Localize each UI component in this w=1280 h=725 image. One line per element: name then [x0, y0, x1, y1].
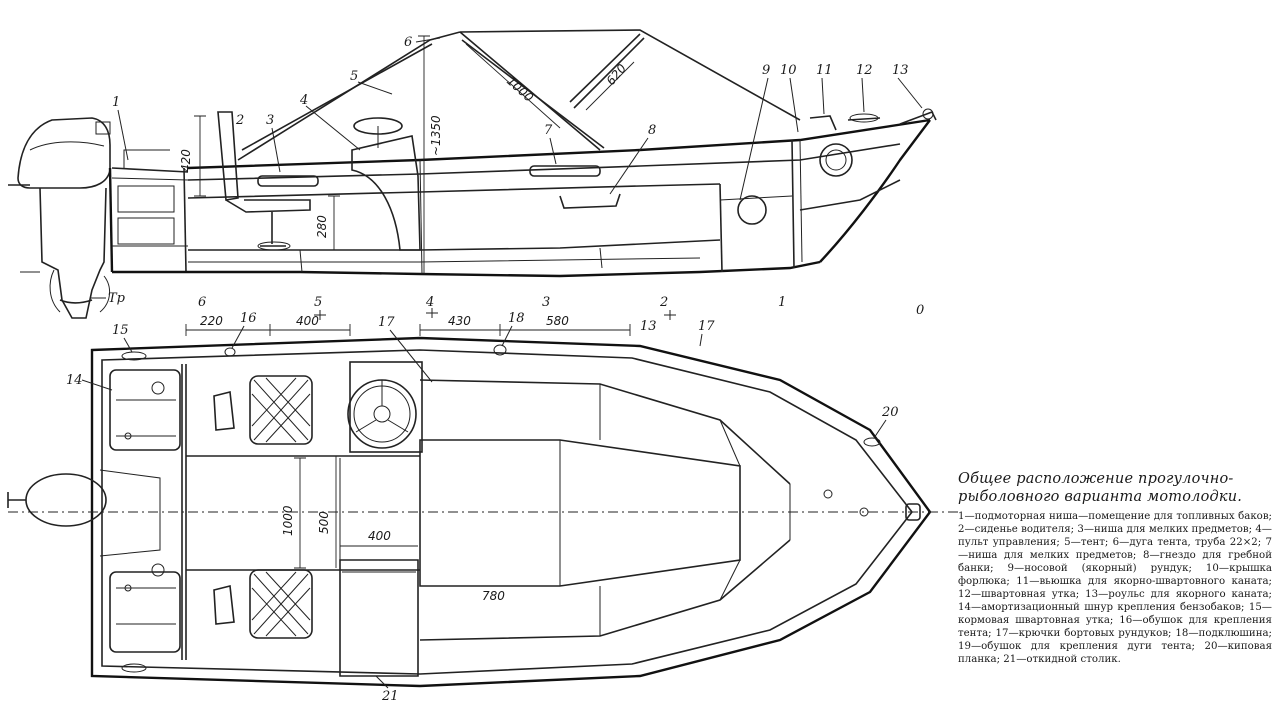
frame-3: 3: [542, 295, 550, 310]
side-callout-10: 10: [780, 63, 797, 78]
side-callout-12: 12: [856, 63, 873, 78]
dim-1350: ~1350: [429, 115, 443, 156]
caption-legend: 1—подмоторная ниша—помещение для топливн…: [958, 511, 1272, 665]
side-callout-9: 9: [762, 63, 770, 78]
plan-callout-15: 15: [112, 323, 129, 338]
dim-500: 500: [317, 511, 331, 534]
frame-1: 1: [778, 295, 786, 310]
plan-view: 220 400 430 580 1000 500 400 780 14 15 1…: [7, 311, 960, 704]
frame-5: 5: [314, 295, 322, 310]
outboard-motor: [8, 117, 111, 319]
dim-1000: 1000: [504, 74, 536, 105]
plan-callout-17b: 17: [698, 319, 715, 334]
caption-title: Общее расположение прогулочно-рыболовног…: [958, 471, 1243, 505]
dim-220: 220: [200, 314, 223, 328]
plan-callout-13: 13: [640, 319, 657, 334]
side-callout-8: 8: [648, 123, 656, 138]
tr-label: Тр: [108, 291, 126, 306]
dim-420: 420: [179, 149, 193, 172]
figure-caption: Общее расположение прогулочно-рыболовног…: [958, 470, 1272, 666]
dim-1000-plan: 1000: [281, 505, 295, 536]
dim-400-table: 400: [368, 529, 391, 543]
frame-marks: 6 5 4 3 2 1 0: [198, 295, 924, 320]
side-view: 1 2 3 4 5 6 7 8 9 10 11 12 13 420 280 10…: [8, 29, 937, 319]
frame-6: 6: [198, 295, 206, 310]
plan-callout-14: 14: [66, 373, 83, 388]
control-console: [351, 117, 421, 251]
side-callout-2: 2: [235, 113, 244, 128]
plan-callout-17: 17: [378, 315, 395, 330]
dim-280: 280: [315, 215, 329, 238]
side-callout-4: 4: [299, 93, 308, 108]
frame-0: 0: [916, 303, 924, 318]
plan-callout-18: 18: [508, 311, 525, 326]
driver-seat: [217, 111, 311, 251]
plan-callout-16: 16: [240, 311, 257, 326]
frame-2: 2: [659, 295, 668, 310]
tent: [237, 29, 801, 161]
side-callout-11: 11: [816, 63, 833, 78]
side-callout-1: 1: [112, 95, 120, 110]
frame-4: 4: [425, 295, 434, 310]
hull-profile: [112, 118, 931, 278]
dim-430: 430: [448, 314, 471, 328]
side-callout-13: 13: [892, 63, 909, 78]
side-callout-5: 5: [350, 69, 358, 84]
side-callout-6: 6: [404, 35, 412, 50]
plan-callout-20: 20: [881, 405, 899, 420]
plan-callout-21: 21: [381, 689, 399, 704]
side-callout-3: 3: [266, 113, 274, 128]
dim-580: 580: [546, 314, 569, 328]
side-callout-7: 7: [544, 123, 553, 138]
dim-400-top: 400: [296, 314, 319, 328]
dim-780: 780: [482, 589, 505, 603]
